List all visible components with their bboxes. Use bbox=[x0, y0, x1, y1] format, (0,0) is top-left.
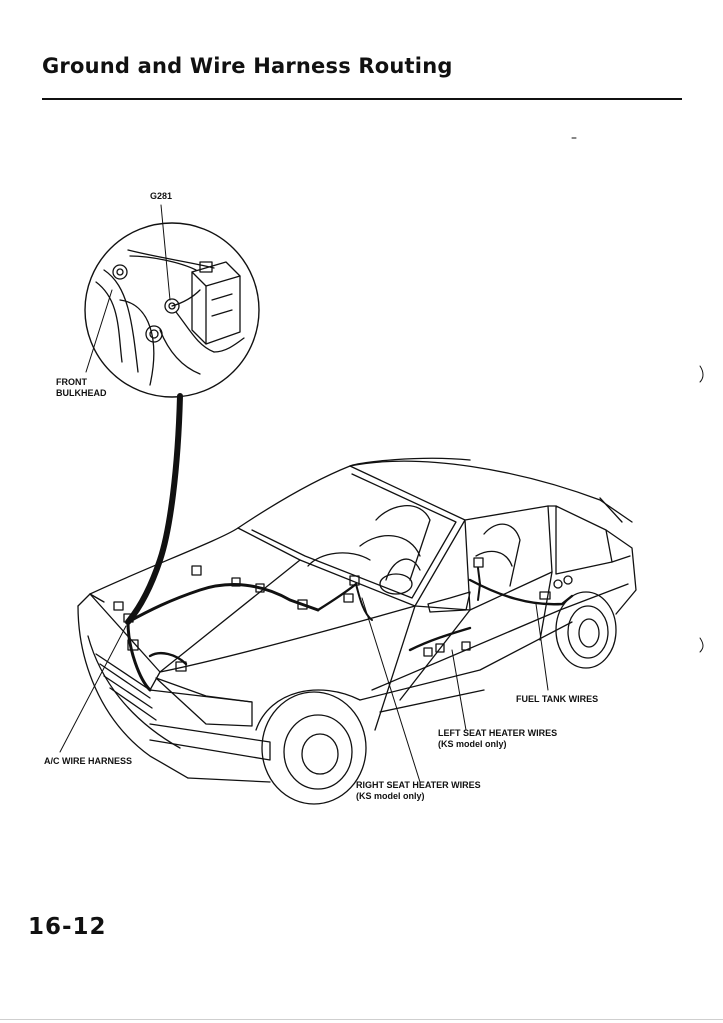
callout-ac-wire-harness: A/C WIRE HARNESS bbox=[44, 756, 133, 766]
leader-fuel-tank-wires bbox=[535, 603, 549, 691]
page-number: 16-12 bbox=[28, 914, 107, 940]
callout-front-bulkhead-line2: BULKHEAD bbox=[56, 388, 107, 398]
callout-left-seat-heater: LEFT SEAT HEATER WIRES (KS model only) bbox=[438, 728, 557, 750]
leader-left-seat-heater bbox=[451, 649, 467, 731]
harness-tail bbox=[125, 393, 183, 625]
callout-right-seat-heater-line2: (KS model only) bbox=[356, 791, 425, 801]
g281-bolt-icon bbox=[164, 298, 180, 314]
leader-front-bulkhead bbox=[85, 289, 113, 373]
leader-g281 bbox=[160, 204, 171, 301]
ground-detail-circle bbox=[84, 222, 260, 398]
bottom-rule bbox=[0, 1019, 723, 1020]
callout-left-seat-heater-line2: (KS model only) bbox=[438, 739, 507, 749]
callout-g281: G281 bbox=[150, 191, 173, 201]
leader-ac-wire-harness bbox=[59, 625, 127, 753]
wire-harness-in-car bbox=[113, 557, 574, 692]
page-title: Ground and Wire Harness Routing bbox=[42, 54, 453, 78]
callout-right-seat-heater-line1: RIGHT SEAT HEATER WIRES bbox=[356, 780, 481, 790]
car-body bbox=[77, 457, 637, 805]
callout-front-bulkhead-line1: FRONT bbox=[56, 377, 87, 387]
callout-fuel-tank-wires: FUEL TANK WIRES bbox=[516, 694, 599, 704]
callout-front-bulkhead: FRONT BULKHEAD bbox=[56, 377, 107, 399]
leader-right-seat-heater bbox=[361, 597, 421, 783]
title-rule bbox=[42, 98, 682, 100]
callout-left-seat-heater-line1: LEFT SEAT HEATER WIRES bbox=[438, 728, 558, 738]
leader-lines bbox=[59, 204, 549, 783]
callout-right-seat-heater: RIGHT SEAT HEATER WIRES (KS model only) bbox=[356, 780, 481, 802]
